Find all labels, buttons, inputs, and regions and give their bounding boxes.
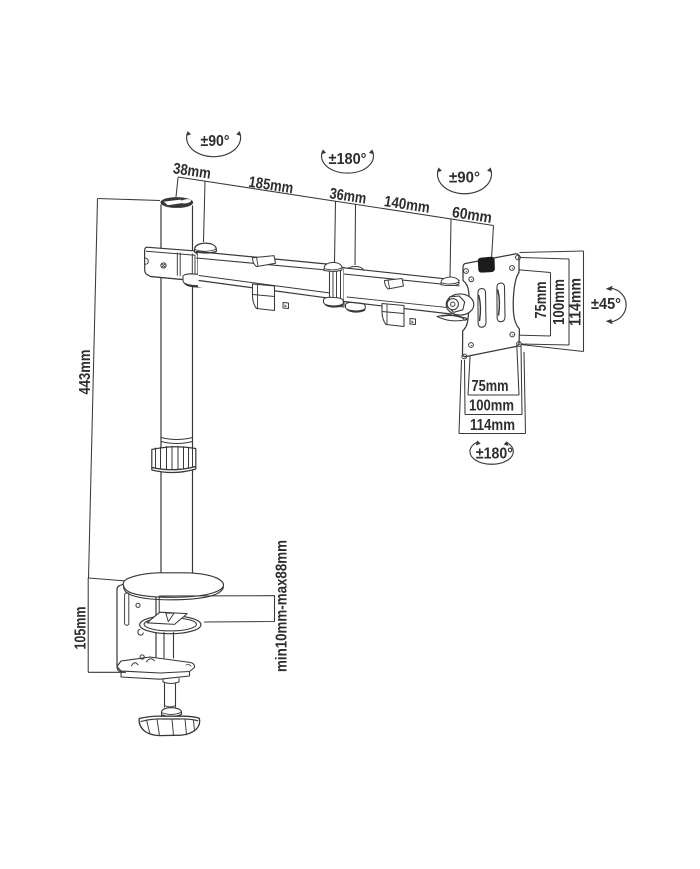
- svg-text:75mm: 75mm: [533, 282, 550, 319]
- svg-text:114mm: 114mm: [568, 278, 585, 326]
- svg-text:36mm: 36mm: [328, 185, 367, 207]
- svg-text:100mm: 100mm: [469, 398, 514, 415]
- svg-text:100mm: 100mm: [551, 279, 568, 325]
- svg-text:105mm: 105mm: [73, 607, 90, 650]
- svg-text:443mm: 443mm: [77, 350, 94, 395]
- svg-text:±45°: ±45°: [591, 296, 621, 313]
- svg-text:±180°: ±180°: [329, 151, 367, 168]
- svg-text:60mm: 60mm: [451, 204, 493, 227]
- svg-text:140mm: 140mm: [383, 193, 431, 217]
- svg-text:±180°: ±180°: [476, 446, 513, 463]
- svg-text:185mm: 185mm: [247, 174, 294, 198]
- svg-text:114mm: 114mm: [470, 417, 515, 434]
- svg-text:min10mm-max88mm: min10mm-max88mm: [274, 540, 291, 672]
- svg-text:±90°: ±90°: [201, 133, 230, 150]
- svg-text:±90°: ±90°: [449, 170, 480, 187]
- svg-text:75mm: 75mm: [472, 378, 509, 395]
- svg-text:38mm: 38mm: [172, 160, 212, 182]
